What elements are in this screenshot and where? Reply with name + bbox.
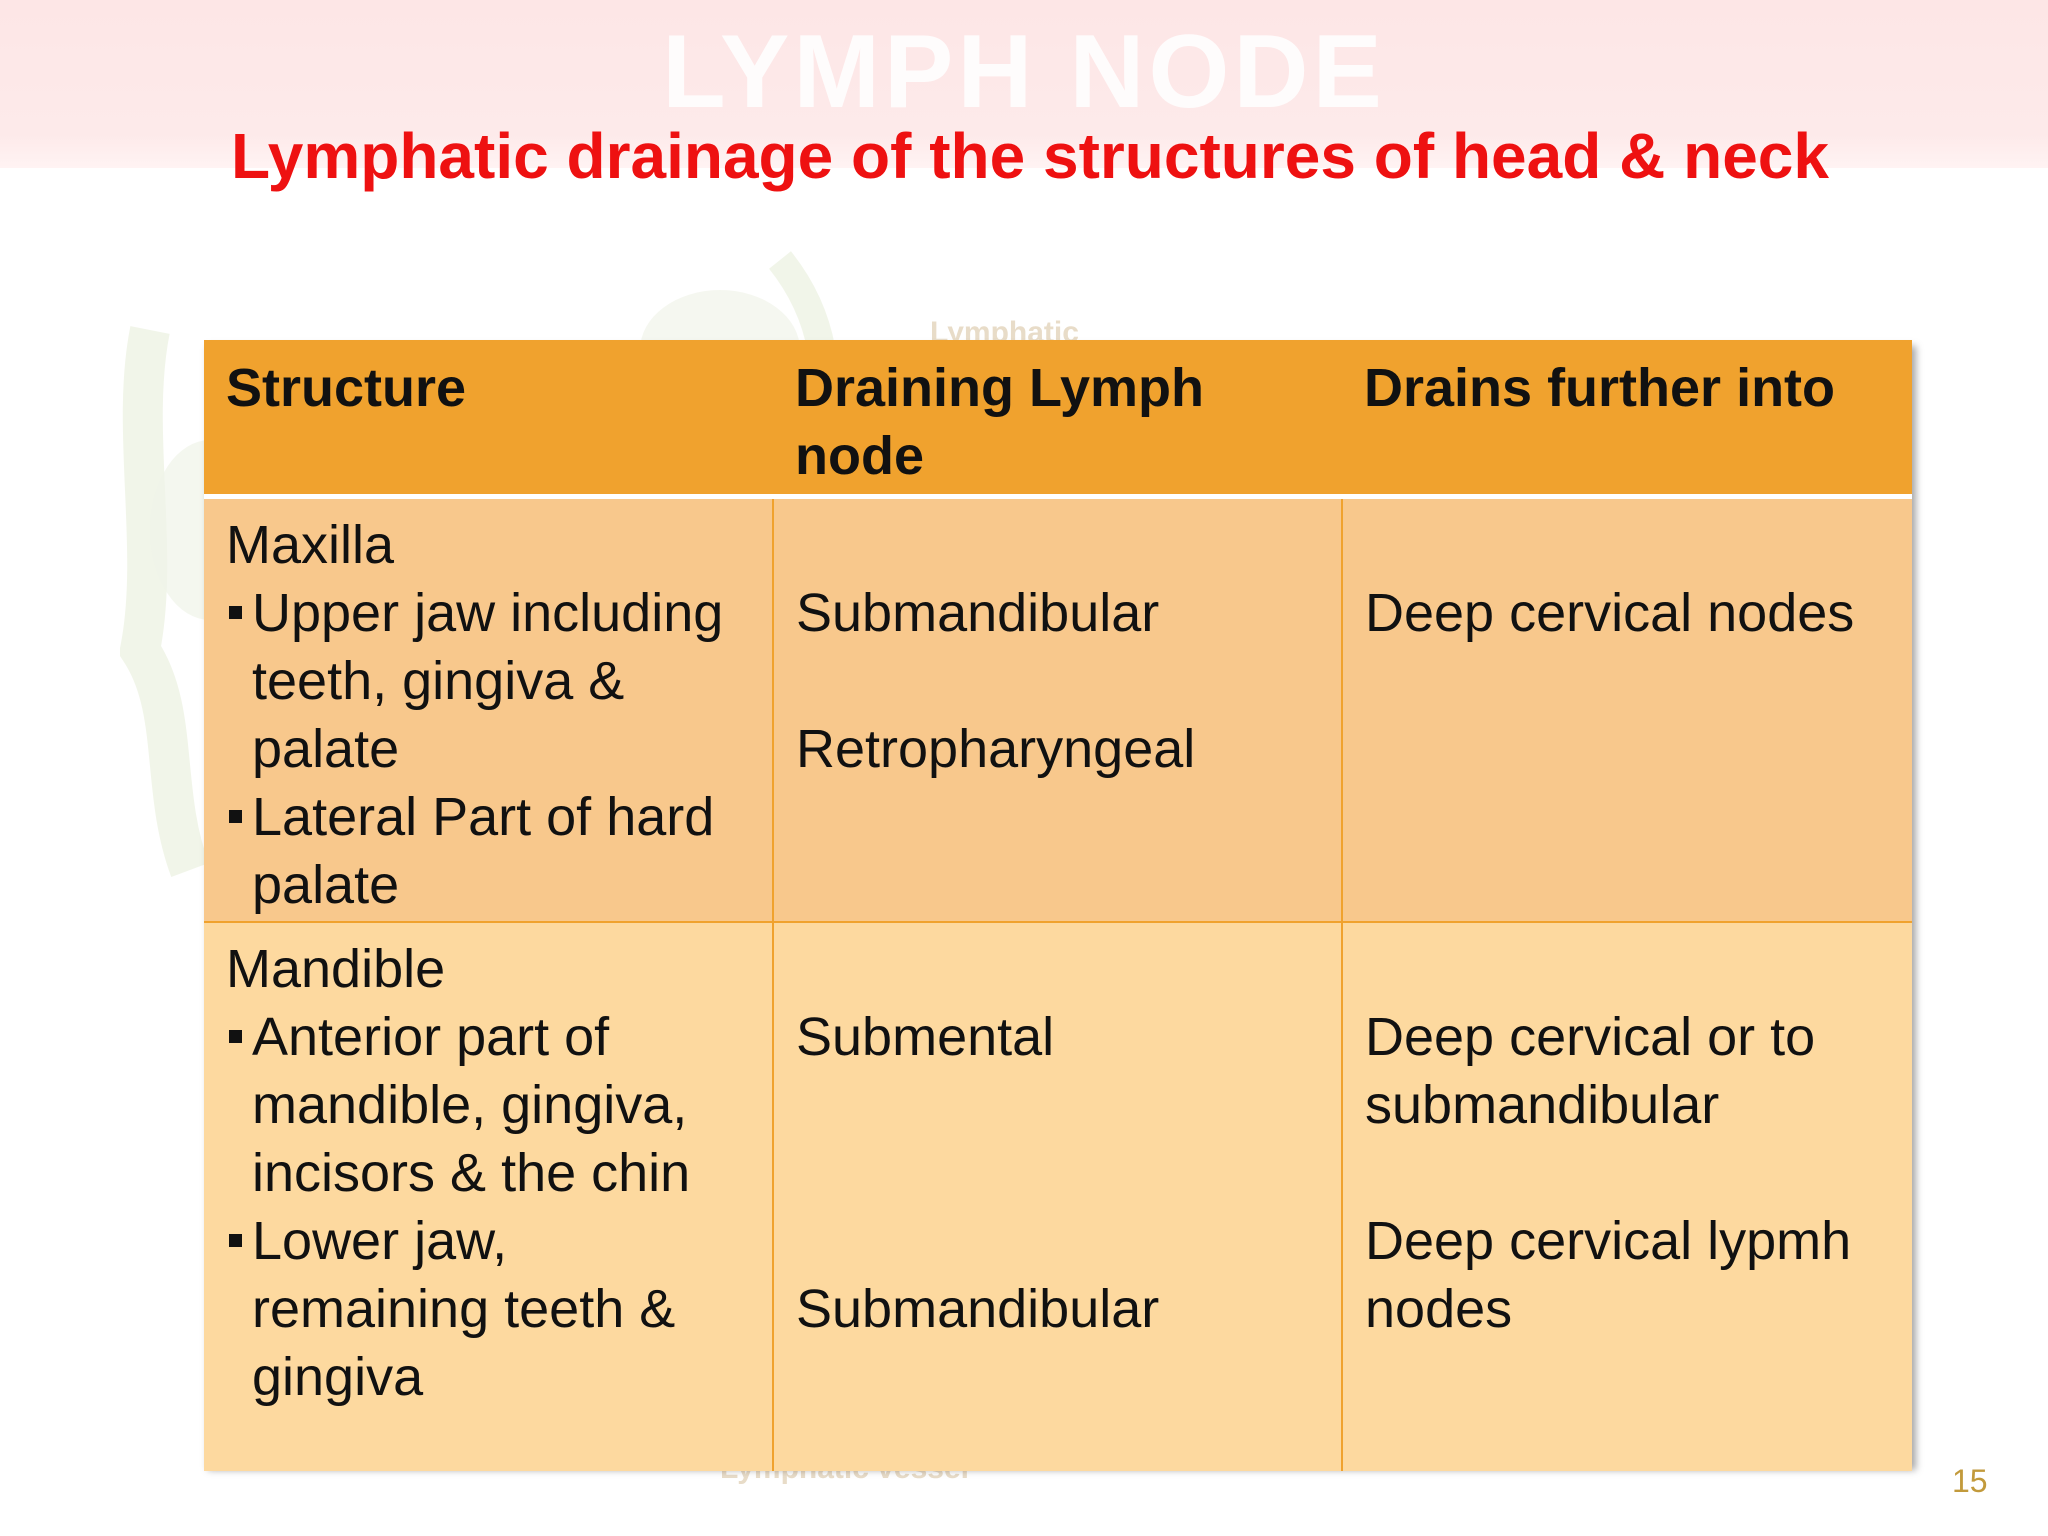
- draining-node: Submandibular: [796, 583, 1160, 643]
- drains-into-text: Deep cervical nodes: [1365, 583, 1855, 643]
- structure-bullet-item: Anterior part of mandible, gingiva, inci…: [226, 1003, 752, 1207]
- drains-into-text: Deep cervical or to submandibular: [1365, 1007, 1816, 1135]
- draining-node: Submental: [796, 1007, 1055, 1067]
- drains-into-text: Deep cervical lypmh nodes: [1365, 1211, 1852, 1339]
- table-row-mandible: Mandible Anterior part of mandible, ging…: [204, 922, 1912, 1471]
- draining-node: Retropharyngeal: [796, 719, 1196, 779]
- square-bullet-icon: [229, 1030, 242, 1043]
- structure-bullet-text: Anterior part of mandible, gingiva, inci…: [252, 1007, 691, 1203]
- drainage-table: Structure Draining Lymph node Drains fur…: [204, 340, 1912, 1471]
- structure-bullet-text: Upper jaw including teeth, gingiva & pal…: [252, 583, 724, 779]
- watermark-title: LYMPH NODE: [662, 14, 1386, 130]
- table-header-row: Structure Draining Lymph node Drains fur…: [204, 340, 1912, 499]
- column-header-structure: Structure: [204, 340, 773, 499]
- header-band: [0, 0, 2048, 168]
- drains-into-cell: Deep cervical nodes: [1342, 496, 1912, 923]
- square-bullet-icon: [229, 1234, 242, 1247]
- square-bullet-icon: [229, 606, 242, 619]
- draining-node: Submandibular: [796, 1279, 1160, 1339]
- structure-bullet-item: Lower jaw, remaining teeth & gingiva: [226, 1207, 752, 1411]
- page-number: 15: [1952, 1463, 1988, 1499]
- structure-cell: Maxilla Upper jaw including teeth, gingi…: [204, 496, 774, 923]
- slide-title: Lymphatic drainage of the structures of …: [231, 120, 1829, 192]
- draining-node-cell: Submandibular Retropharyngeal: [773, 496, 1343, 923]
- table-row-maxilla: Maxilla Upper jaw including teeth, gingi…: [204, 496, 1912, 923]
- structure-bullet-item: Upper jaw including teeth, gingiva & pal…: [226, 579, 752, 783]
- structure-heading: Maxilla: [226, 515, 395, 575]
- structure-bullet-item: Lateral Part of hard palate: [226, 783, 752, 919]
- structure-bullet-text: Lateral Part of hard palate: [252, 787, 715, 915]
- square-bullet-icon: [229, 810, 242, 823]
- drains-into-cell: Deep cervical or to submandibular Deep c…: [1342, 922, 1912, 1471]
- structure-bullet-text: Lower jaw, remaining teeth & gingiva: [252, 1211, 676, 1407]
- column-header-drains-into: Drains further into: [1342, 340, 1912, 499]
- structure-cell: Mandible Anterior part of mandible, ging…: [204, 922, 774, 1471]
- structure-heading: Mandible: [226, 939, 446, 999]
- column-header-draining-node: Draining Lymph node: [773, 340, 1342, 499]
- draining-node-cell: Submental Submandibular: [773, 922, 1343, 1471]
